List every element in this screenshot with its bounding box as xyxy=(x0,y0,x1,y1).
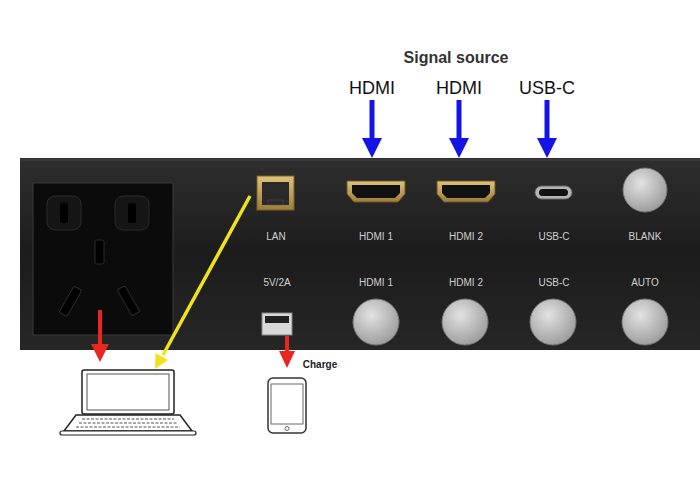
tablet-body xyxy=(268,378,306,433)
power-arrow xyxy=(98,310,102,346)
arrow-head xyxy=(362,138,382,158)
button-label: HDMI 1 xyxy=(359,278,393,288)
arrow-head xyxy=(91,344,109,362)
lan-port-clip xyxy=(268,200,283,205)
button-label: AUTO xyxy=(631,278,659,288)
push-button xyxy=(353,299,399,345)
socket-slot xyxy=(95,240,104,264)
push-button xyxy=(623,168,667,212)
usb-c-port-opening xyxy=(539,189,568,196)
port-label: LAN xyxy=(266,232,285,242)
panel-edge xyxy=(20,160,700,161)
signal-arrow xyxy=(457,100,462,140)
usb-a-port-tongue xyxy=(265,316,289,323)
hdmi-port xyxy=(347,181,405,202)
lan-port-opening xyxy=(262,182,289,205)
socket-pin-hole xyxy=(47,196,81,230)
signal-name: HDMI xyxy=(436,79,482,97)
hdmi-port xyxy=(437,181,495,202)
laptop-screen xyxy=(82,370,174,414)
socket-slot xyxy=(128,203,136,223)
arrow-head xyxy=(449,138,469,158)
tablet-home-button xyxy=(285,427,289,431)
usb-a-port xyxy=(262,313,292,335)
button-label: HDMI 2 xyxy=(449,278,483,288)
socket-slot xyxy=(117,286,140,316)
button-label: USB-C xyxy=(538,278,569,288)
laptop-keys xyxy=(82,419,174,420)
hdmi-port-opening xyxy=(352,185,400,198)
push-button xyxy=(530,299,576,345)
laptop-keys xyxy=(79,423,177,424)
socket-slot xyxy=(60,203,68,223)
signal-name: USB-C xyxy=(519,79,575,97)
hdmi-port-opening xyxy=(442,185,490,198)
signal-arrow xyxy=(545,100,550,140)
arrow-head xyxy=(537,138,557,158)
laptop-display xyxy=(87,374,169,410)
socket-pin-hole xyxy=(115,196,149,230)
section-heading: Signal source xyxy=(404,50,509,66)
port-label: HDMI 2 xyxy=(449,232,483,242)
push-button xyxy=(622,299,668,345)
note-label: Charge xyxy=(303,360,337,370)
push-button xyxy=(442,299,488,345)
lan-cable-arrow xyxy=(163,196,250,355)
laptop-base xyxy=(64,415,192,431)
port-label: 5V/2A xyxy=(263,278,290,288)
lan-port xyxy=(257,176,294,210)
button-label: BLANK xyxy=(629,232,662,242)
port-label: HDMI 1 xyxy=(359,232,393,242)
power-socket xyxy=(33,183,173,335)
arrow-head xyxy=(155,353,168,369)
charge-arrow xyxy=(285,336,289,353)
signal-arrow xyxy=(370,100,375,140)
tablet-screen xyxy=(271,384,303,424)
panel-face xyxy=(20,158,700,350)
usb-c-port xyxy=(535,186,572,199)
arrow-head xyxy=(279,351,295,368)
laptop-keys xyxy=(76,427,180,428)
port-label: USB-C xyxy=(538,232,569,242)
socket-slot xyxy=(59,286,82,316)
laptop-edge xyxy=(60,431,196,435)
signal-name: HDMI xyxy=(349,79,395,97)
